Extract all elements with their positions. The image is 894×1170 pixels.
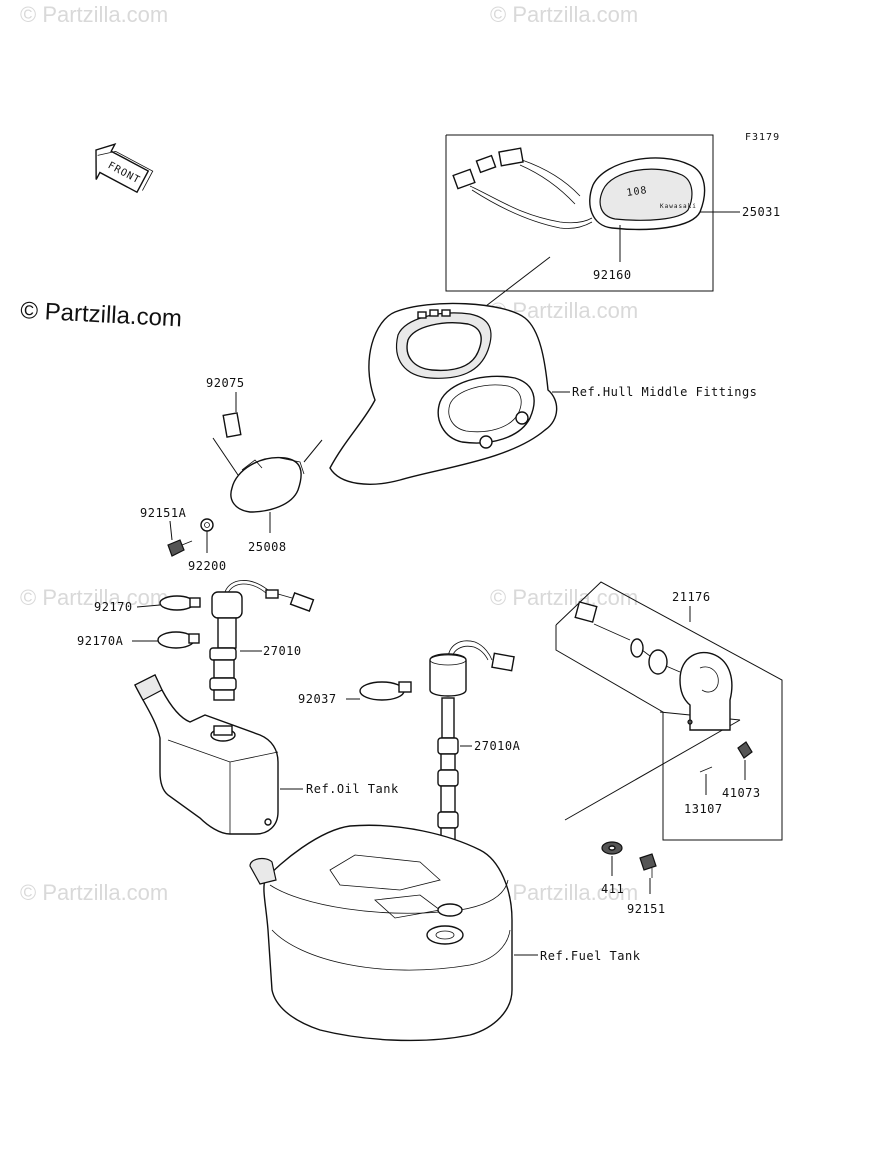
part-21176[interactable]: 21176 (672, 590, 711, 604)
part-92151a[interactable]: 92151A (140, 506, 187, 520)
ref-hull-middle-fittings[interactable]: Ref.Hull Middle Fittings (572, 385, 757, 399)
figure-code: F3179 (745, 132, 780, 143)
brand-logo[interactable]: © Partzilla.com (20, 297, 183, 332)
watermark: © Partzilla.com (490, 880, 638, 905)
part-25008[interactable]: 25008 (248, 540, 287, 554)
meter-bracket-assembly: 92075 25008 92200 92151A (140, 376, 323, 573)
watermark: © Partzilla.com (20, 880, 168, 905)
part-92170a[interactable]: 92170A (77, 634, 124, 648)
ref-fuel-tank[interactable]: Ref.Fuel Tank (540, 949, 641, 963)
oil-sensor-assembly: 92170 92170A 27010 (77, 580, 315, 701)
hull-middle-fitting: Ref.Hull Middle Fittings (329, 302, 757, 485)
front-arrow-icon: FRONT (95, 143, 154, 194)
part-41073[interactable]: 41073 (722, 786, 761, 800)
part-27010[interactable]: 27010 (263, 644, 302, 658)
watermark: © Partzilla.com (490, 2, 638, 27)
part-92160[interactable]: 92160 (593, 268, 632, 282)
meter-brand: Kawasaki (660, 203, 697, 210)
part-92037[interactable]: 92037 (298, 692, 337, 706)
part-25031[interactable]: 25031 (742, 205, 781, 219)
fuel-tank: Ref.Fuel Tank (249, 824, 641, 1042)
watermark: © Partzilla.com (490, 585, 638, 610)
part-92151[interactable]: 92151 (627, 902, 666, 916)
oil-tank: Ref.Oil Tank (134, 674, 399, 835)
switch-assembly: 21176 41073 13107 (555, 581, 783, 841)
part-92200[interactable]: 92200 (188, 559, 227, 573)
ref-oil-tank[interactable]: Ref.Oil Tank (306, 782, 399, 796)
meter-assembly: 108 Kawasaki 25031 92160 (434, 134, 781, 346)
part-411[interactable]: 411 (601, 882, 624, 896)
washer-bolt-group: 411 92151 (601, 841, 666, 916)
watermark: © Partzilla.com (20, 585, 168, 610)
meter-readout: 108 (626, 185, 648, 199)
watermark: © Partzilla.com (20, 2, 168, 27)
part-27010a[interactable]: 27010A (474, 739, 521, 753)
part-92170[interactable]: 92170 (94, 600, 133, 614)
watermarks: © Partzilla.com © Partzilla.com © Partzi… (20, 2, 638, 905)
part-92075[interactable]: 92075 (206, 376, 245, 390)
part-13107[interactable]: 13107 (684, 802, 723, 816)
